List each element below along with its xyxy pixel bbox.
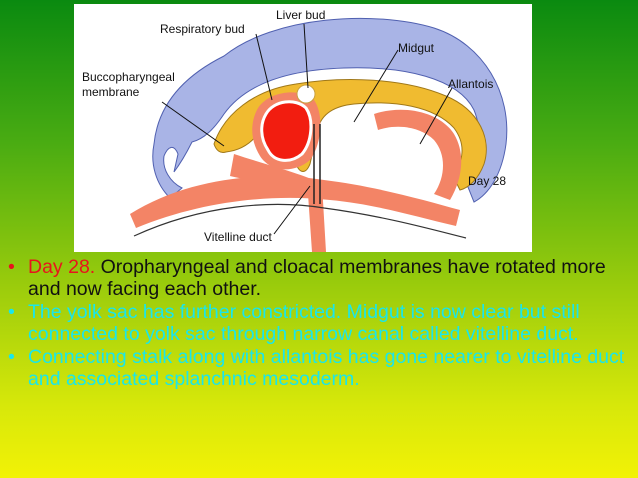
label-allantois: Allantois [448, 77, 493, 91]
yolk-sac-wall [130, 176, 460, 228]
bullet-item-day28: • Day 28. Oropharyngeal and cloacal memb… [6, 256, 634, 300]
yolk-sac-outline [133, 203, 467, 239]
pointer-allantois [419, 87, 453, 145]
bullet-item-connecting-stalk: • Connecting stalk along with allantois … [6, 346, 634, 390]
label-buccopharyngeal-1: Buccopharyngeal [82, 70, 175, 84]
bullet-lead-day: Day 28. [28, 256, 96, 278]
bullet-text-membranes: Oropharyngeal and cloacal membranes have… [28, 256, 606, 300]
embryo-diagram: Respiratory bud Liver bud Midgut Buccoph… [74, 4, 532, 252]
label-buccopharyngeal-2: membrane [82, 85, 140, 99]
pointer-liver [303, 23, 309, 89]
embryo-illustration: Respiratory bud Liver bud Midgut Buccoph… [82, 8, 508, 252]
heart-tube [260, 100, 313, 162]
label-midgut: Midgut [398, 41, 435, 55]
bullet-dot: • [8, 256, 15, 278]
liver-bud-blob [296, 84, 316, 104]
pointer-bucco [161, 101, 225, 147]
label-vitelline-duct: Vitelline duct [204, 230, 272, 244]
ectoderm-region [152, 17, 508, 203]
mesoderm-right [374, 109, 462, 200]
vitelline-duct-line [313, 124, 321, 204]
pointer-vitelline [273, 185, 311, 235]
pointer-midgut [353, 49, 399, 123]
bullet-text-yolk-sac: The yolk sac has further constricted. Mi… [28, 301, 580, 345]
label-liver-bud: Liver bud [276, 8, 325, 22]
bullet-dot: • [8, 301, 15, 323]
bullet-item-yolk-sac: • The yolk sac has further constricted. … [6, 301, 634, 345]
label-respiratory-bud: Respiratory bud [160, 22, 245, 36]
bullet-dot: • [8, 346, 15, 368]
bullet-list: • Day 28. Oropharyngeal and cloacal memb… [6, 256, 634, 391]
pointer-respiratory [255, 33, 273, 101]
label-day: Day 28 [468, 174, 506, 188]
bullet-text-connecting-stalk: Connecting stalk along with allantois ha… [28, 346, 625, 390]
